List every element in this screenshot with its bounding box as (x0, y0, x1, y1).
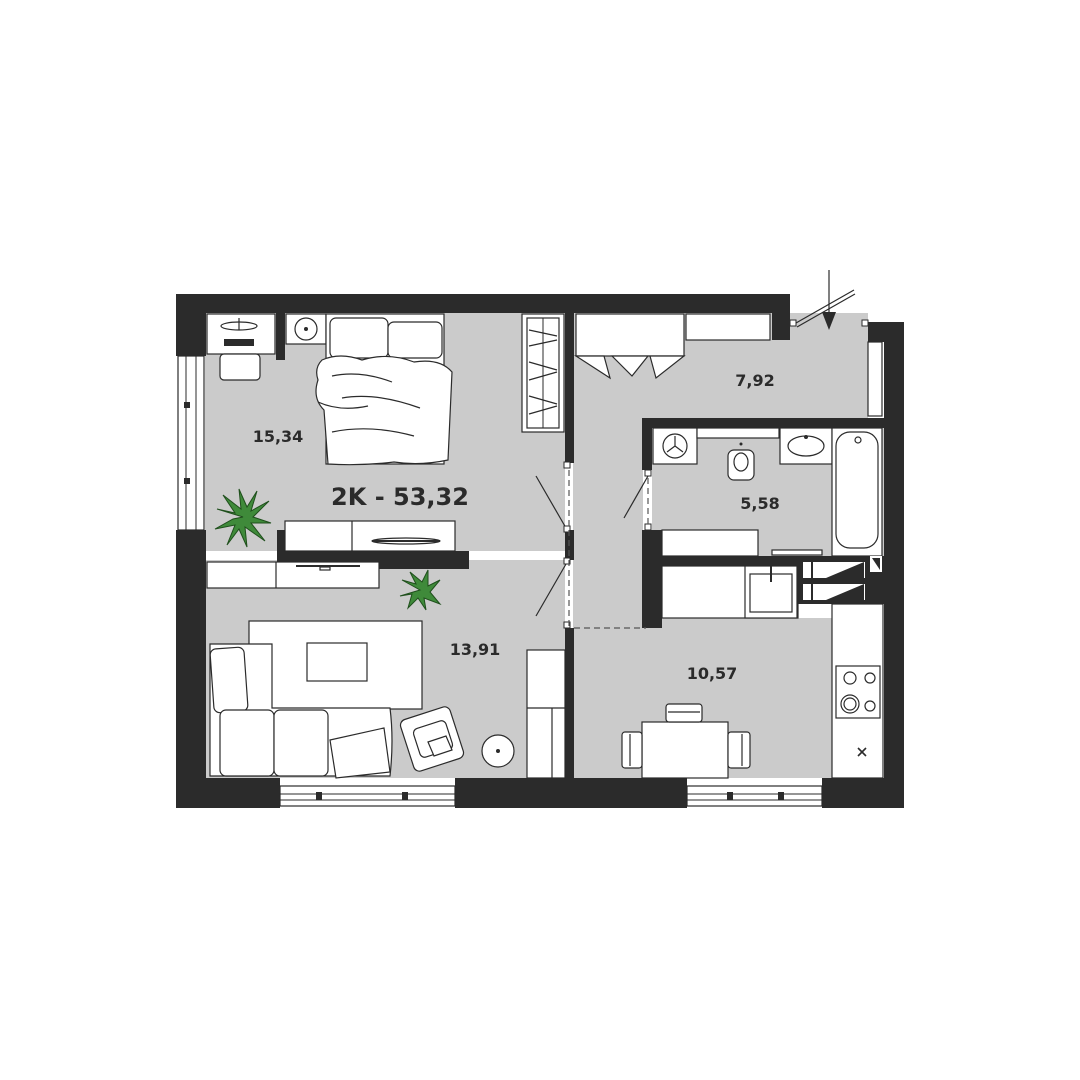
washbasin (779, 427, 833, 465)
washing-machine (652, 427, 698, 465)
stove (835, 665, 881, 719)
coffee-table (306, 642, 368, 682)
plant-living-icon (399, 569, 442, 611)
wall-right (884, 322, 904, 808)
entrance-arrow-icon (822, 270, 836, 330)
kitchen-furniture (621, 556, 884, 779)
door-bedroom (535, 461, 571, 533)
wall-top-right-stub (772, 294, 790, 340)
wall-stub-bedroom-closet (276, 313, 285, 360)
shoe-cabinet (867, 341, 883, 417)
sofa (209, 643, 393, 779)
bed (315, 313, 453, 466)
nightstand-left (285, 313, 327, 345)
wall-bottom-left (176, 778, 280, 808)
wall-bottom-right (822, 778, 904, 808)
wall-top-left (176, 294, 790, 313)
cabinet-living (526, 649, 566, 779)
dishwasher-icon (857, 747, 867, 757)
room-area-bedroom: 15,34 (253, 427, 304, 446)
window-kitchen-bottom (686, 785, 823, 807)
room-labels: 15,34 7,92 5,58 13,91 10,57 2K - 53,32 (253, 371, 780, 683)
wall-bottom-mid (455, 778, 687, 808)
room-area-hallway: 7,92 (735, 371, 774, 390)
bathtub (831, 427, 883, 557)
door-living-room (535, 557, 571, 629)
wardrobe-bedroom (521, 313, 565, 433)
tv-stand-bedroom (284, 520, 456, 552)
wardrobe-hallway (573, 313, 686, 380)
interior-doors (535, 461, 652, 629)
wall-left-bottom (176, 530, 206, 808)
wall-bathroom-left-top (642, 418, 652, 470)
wall-bathroom-bottom (652, 556, 884, 566)
dining-table (621, 703, 751, 779)
plant-bedroom-icon (214, 488, 272, 548)
side-table (481, 734, 515, 768)
room-area-bathroom: 5,58 (740, 494, 779, 513)
bathroom-counter (696, 427, 780, 439)
window-living-bottom (279, 785, 456, 807)
floor-corridor (573, 418, 643, 628)
wall-center-upper (565, 313, 574, 463)
wall-stub-bedroom-bottom (277, 530, 286, 551)
room-area-living-room: 13,91 (450, 640, 501, 659)
wall-bathroom-top (642, 418, 884, 428)
window-bedroom-left (177, 355, 205, 531)
living-room-furniture (206, 561, 566, 779)
room-area-kitchen: 10,57 (687, 664, 738, 683)
desk-with-lamp (206, 313, 276, 381)
toilet (727, 442, 755, 481)
kitchen-sink (744, 565, 798, 619)
bedroom-furniture (206, 313, 565, 552)
wall-bathroom-left-bottom (642, 530, 662, 628)
bathroom-cabinet (661, 529, 759, 557)
wall-left-top (176, 294, 206, 356)
windows (177, 355, 823, 807)
towel-rail (771, 549, 823, 556)
wall-center-lower (565, 628, 574, 778)
tv-stand-living (206, 561, 380, 589)
hallway-furniture (573, 313, 883, 417)
entrance-door (789, 289, 869, 328)
apartment-title: 2K - 53,32 (331, 483, 469, 511)
armchair (399, 706, 465, 772)
ventilation-shafts (798, 556, 884, 604)
bathroom-fixtures (652, 427, 883, 557)
shelf-hallway (685, 313, 771, 341)
